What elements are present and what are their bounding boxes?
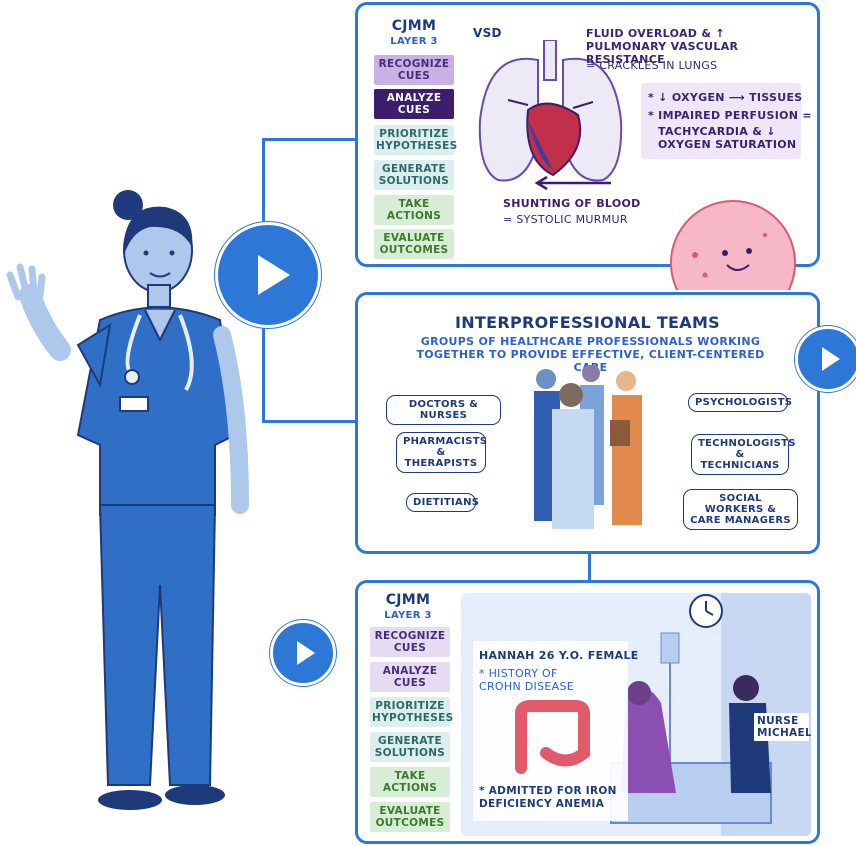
team-illustration [534, 365, 642, 529]
dietitians-label: DIETITIANS [406, 493, 479, 512]
play-icon [297, 641, 315, 665]
connector-line [262, 138, 357, 141]
doctors-nurses-label: DOCTORS & NURSES [386, 395, 501, 425]
interprofessional-teams-panel: INTERPROFESSIONAL TEAMS GROUPS of HEALTH… [355, 292, 820, 554]
step-generate-solutions: GENERATE SOLUTIONS [374, 160, 454, 190]
play-icon [822, 347, 840, 371]
play-icon [258, 255, 290, 295]
step-take-actions: TAKE ACTIONS [374, 195, 454, 225]
nurse-michael-label: NURSE MICHAEL [754, 713, 811, 741]
perfusion-text: * IMPAIRED PERFUSION = [648, 109, 812, 122]
hospital-room-scene: HANNAH 26 y.o. FEMALE * HISTORY of CROHN… [461, 593, 811, 836]
step-prioritize-hypotheses: PRIORITIZE HYPOTHESES [374, 125, 457, 155]
step-analyze-cues: ANALYZE CUES [374, 89, 454, 119]
step-analyze-cues: ANALYZE CUES [370, 662, 450, 692]
blood-cell-character [670, 200, 796, 290]
vsd-label: VSD [473, 26, 502, 40]
play-button-teams[interactable] [795, 326, 856, 392]
step-evaluate-outcomes: EVALUATE OUTCOMES [374, 229, 454, 259]
connector-line [588, 552, 591, 584]
tachycardia-text: TACHYCARDIA & ↓ OXYGEN SATURATION [658, 125, 797, 151]
step-generate-solutions: GENERATE SOLUTIONS [370, 732, 450, 762]
social-workers-label: SOCIAL WORKERS & CARE MANAGERS [683, 489, 798, 530]
oxygen-box [641, 83, 801, 159]
murmur-text: = SYSTOLIC MURMUR [503, 213, 628, 226]
lungs-heart-illustration [478, 40, 623, 182]
nurse-illustration [6, 190, 249, 810]
crackles-text: = CRACKLES in LUNGS [586, 59, 718, 72]
technologists-technicians-label: TECHNOLOGISTS & TECHNICIANS [691, 434, 796, 475]
shunting-text: SHUNTING of BLOOD [503, 197, 641, 210]
history-text: * HISTORY of CROHN DISEASE [479, 667, 574, 693]
step-prioritize-hypotheses: PRIORITIZE HYPOTHESES [370, 697, 453, 727]
pharmacists-therapists-label: PHARMACISTS & THERAPISTS [396, 432, 487, 473]
play-button[interactable] [215, 222, 321, 328]
connector-line [262, 420, 357, 423]
colon-illustration [515, 700, 590, 774]
step-recognize-cues: RECOGNIZE CUES [370, 627, 450, 657]
step-take-actions: TAKE ACTIONS [370, 767, 450, 797]
psychologists-label: PSYCHOLOGISTS [688, 393, 792, 412]
step-recognize-cues: RECOGNIZE CUES [374, 55, 454, 85]
step-evaluate-outcomes: EVALUATE OUTCOMES [370, 802, 450, 832]
arrow-left-icon [534, 175, 611, 191]
oxygen-text: * ↓ OXYGEN ⟶ TISSUES [648, 91, 803, 104]
play-button-case[interactable] [270, 620, 336, 686]
patient-info-card [473, 641, 628, 821]
fluid-overload-text: FLUID OVERLOAD & ↑ PULMONARY VASCULAR RE… [586, 27, 739, 66]
admitted-text: * ADMITTED for IRON DEFICIENCY ANEMIA [479, 785, 617, 810]
patient-name: HANNAH 26 y.o. FEMALE [479, 649, 639, 662]
panel-title: INTERPROFESSIONAL TEAMS [454, 313, 720, 332]
